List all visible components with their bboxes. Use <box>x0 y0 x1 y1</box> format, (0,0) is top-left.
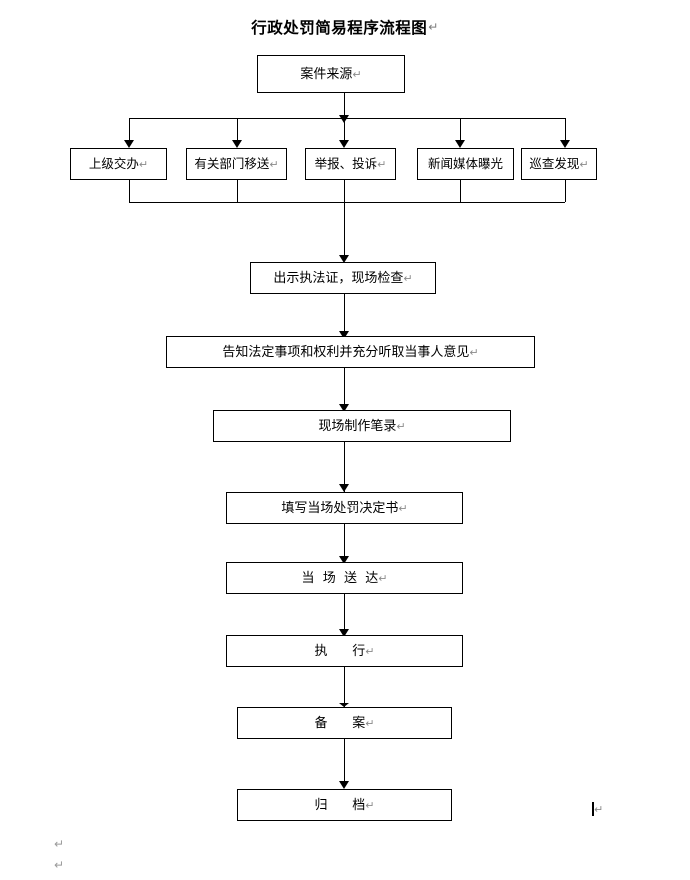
connector-rise-media-exposure <box>460 180 461 202</box>
arrowhead-report-complaint <box>339 140 349 148</box>
node-step-on-site-delivery-label: 当 场 送 达 <box>301 570 379 586</box>
page-title-text: 行政处罚简易程序流程图 <box>251 18 428 37</box>
node-step-fill-decision-label: 填写当场处罚决定书 <box>281 500 399 516</box>
arrowhead-on-site-delivery <box>339 556 349 564</box>
node-step-make-record-label: 现场制作笔录 <box>318 418 397 434</box>
connector-rise-superior-assign <box>129 180 130 202</box>
node-branch-superior-assign-label: 上级交办 <box>88 155 139 171</box>
node-step-archive-pilcrow: ↵ <box>365 798 375 812</box>
node-case-source-pilcrow: ↵ <box>352 67 362 81</box>
arrowhead-fill-decision <box>339 484 349 492</box>
node-step-inform-rights-pilcrow: ↵ <box>469 345 479 359</box>
node-branch-department-transfer-label: 有关部门移送 <box>194 155 270 171</box>
connector-on-site-delivery-to-execute <box>344 594 345 639</box>
node-step-execute[interactable]: 执 行↵ <box>226 635 463 667</box>
arrowhead-execute <box>339 629 349 637</box>
connector-drop-media-exposure <box>460 118 461 143</box>
node-step-make-record-pilcrow: ↵ <box>396 419 406 433</box>
connector-inform-rights-to-make-record <box>344 368 345 413</box>
connector-rise-report-complaint <box>344 180 345 202</box>
connector-execute-to-file-record <box>344 667 345 709</box>
connector-drop-superior-assign <box>129 118 130 143</box>
stray-pilcrow-1: ↵ <box>54 837 65 851</box>
node-step-show-credentials-pilcrow: ↵ <box>403 271 413 285</box>
connector-drop-patrol-discovery <box>565 118 566 143</box>
node-branch-department-transfer[interactable]: 有关部门移送↵ <box>186 148 287 180</box>
arrowhead-media-exposure <box>455 140 465 148</box>
node-step-file-record[interactable]: 备 案↵ <box>237 707 452 739</box>
node-step-show-credentials-label: 出示执法证，现场检查 <box>273 270 404 286</box>
node-step-file-record-label: 备 案 <box>314 715 366 731</box>
node-step-archive[interactable]: 归 档↵ <box>237 789 452 821</box>
node-case-source-label: 案件来源 <box>300 66 353 82</box>
page-title: 行政处罚简易程序流程图↵ <box>0 16 690 38</box>
node-step-inform-rights-label: 告知法定事项和权利并充分听取当事人意见 <box>222 344 470 360</box>
text-caret: ↵ <box>592 802 603 816</box>
arrowhead-archive <box>339 781 349 789</box>
node-step-execute-label: 执 行 <box>314 643 366 659</box>
node-step-on-site-delivery[interactable]: 当 场 送 达↵ <box>226 562 463 594</box>
connector-merge-to-show-credentials <box>344 202 345 259</box>
caret-bar <box>592 802 594 816</box>
arrowhead-file-record <box>339 703 349 707</box>
node-step-fill-decision[interactable]: 填写当场处罚决定书↵ <box>226 492 463 524</box>
node-branch-patrol-discovery-label: 巡查发现 <box>529 155 580 171</box>
node-step-file-record-pilcrow: ↵ <box>365 716 375 730</box>
connector-show-credentials-to-inform-rights <box>344 294 345 336</box>
connector-rise-department-transfer <box>237 180 238 202</box>
connector-file-record-to-archive <box>344 739 345 787</box>
node-branch-media-exposure-label: 新闻媒体曝光 <box>427 155 503 171</box>
stray-pilcrow-2: ↵ <box>54 858 65 872</box>
node-branch-superior-assign[interactable]: 上级交办↵ <box>70 148 167 180</box>
arrowhead-superior-assign <box>124 140 134 148</box>
node-step-on-site-delivery-pilcrow: ↵ <box>378 571 388 585</box>
connector-source-down <box>344 93 345 117</box>
node-branch-patrol-discovery-pilcrow: ↵ <box>579 157 589 171</box>
arrowhead-inform-rights <box>339 331 349 339</box>
node-step-make-record[interactable]: 现场制作笔录↵ <box>213 410 511 442</box>
connector-rise-patrol-discovery <box>565 180 566 202</box>
connector-merge-bus <box>129 202 565 203</box>
arrowhead-source-down <box>339 115 349 123</box>
node-branch-superior-assign-pilcrow: ↵ <box>138 157 149 171</box>
page-title-pilcrow: ↵ <box>428 20 439 34</box>
caret-pilcrow: ↵ <box>594 803 604 816</box>
arrowhead-show-credentials <box>339 255 349 263</box>
node-branch-report-complaint-label: 举报、投诉 <box>314 155 378 171</box>
arrowhead-patrol-discovery <box>560 140 570 148</box>
connector-fill-decision-to-on-site-delivery <box>344 524 345 570</box>
node-step-show-credentials[interactable]: 出示执法证，现场检查↵ <box>250 262 436 294</box>
node-step-archive-label: 归 档 <box>314 797 366 813</box>
connector-drop-report-complaint <box>344 118 345 143</box>
connector-make-record-to-fill-decision <box>344 442 345 492</box>
arrowhead-make-record <box>339 404 349 412</box>
connector-drop-department-transfer <box>237 118 238 143</box>
node-step-execute-pilcrow: ↵ <box>365 644 375 658</box>
node-branch-department-transfer-pilcrow: ↵ <box>269 157 279 171</box>
arrowhead-department-transfer <box>232 140 242 148</box>
node-step-fill-decision-pilcrow: ↵ <box>398 501 408 515</box>
node-case-source[interactable]: 案件来源↵ <box>257 55 405 93</box>
node-branch-report-complaint[interactable]: 举报、投诉↵ <box>305 148 396 180</box>
node-step-inform-rights[interactable]: 告知法定事项和权利并充分听取当事人意见↵ <box>166 336 535 368</box>
node-branch-media-exposure[interactable]: 新闻媒体曝光 <box>417 148 514 180</box>
node-branch-patrol-discovery[interactable]: 巡查发现↵ <box>521 148 597 180</box>
node-branch-report-complaint-pilcrow: ↵ <box>377 157 387 171</box>
